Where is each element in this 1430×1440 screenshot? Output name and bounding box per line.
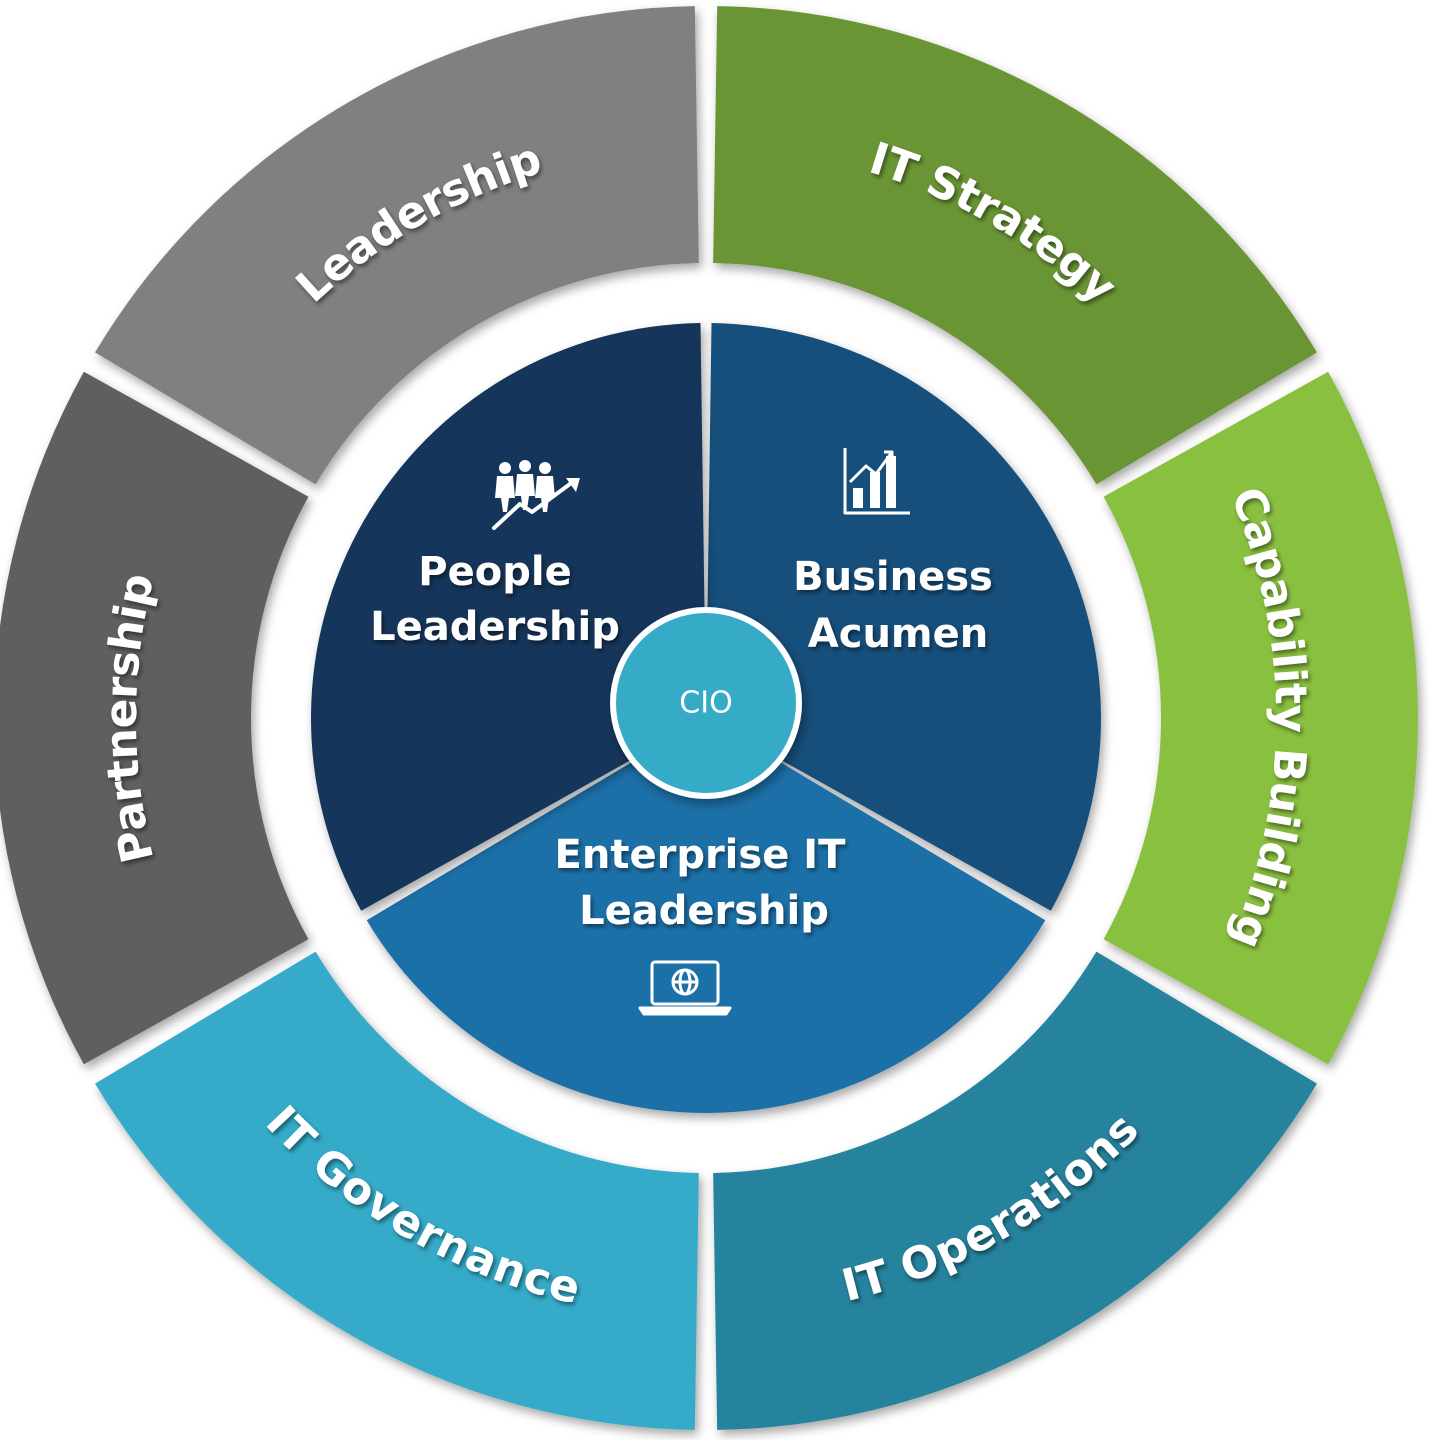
outer-segment-it-strategy xyxy=(713,6,1317,485)
laptop-globe-icon xyxy=(638,960,732,1016)
inner-label-enterprise-it-line1: Enterprise IT xyxy=(555,832,847,878)
center-label: CIO xyxy=(679,686,732,721)
inner-label-people-leadership-line2: Leadership xyxy=(370,604,620,650)
outer-segment-capability-building xyxy=(1103,371,1419,1065)
outer-segment-leadership xyxy=(95,6,699,485)
inner-ring: Business Acumen Enterprise IT Leadership… xyxy=(310,323,1102,1114)
inner-label-business-acumen-line1: Business xyxy=(793,554,993,600)
inner-label-enterprise-it-line2: Leadership xyxy=(579,888,829,934)
bar-chart-icon xyxy=(843,448,910,515)
outer-segment-partnership xyxy=(0,371,309,1065)
center-circle xyxy=(610,607,802,799)
inner-label-people-leadership-line1: People xyxy=(418,549,571,595)
inner-segment-business-acumen xyxy=(706,323,1102,911)
outer-segment-it-governance xyxy=(95,951,699,1430)
team-growth-icon xyxy=(492,460,580,530)
center-node: CIO xyxy=(610,607,802,799)
inner-segment-enterprise-it-leadership xyxy=(366,718,1046,1114)
outer-ring: IT Strategy Capability Building IT Opera… xyxy=(0,6,1419,1430)
inner-label-business-acumen-line2: Acumen xyxy=(808,611,988,657)
outer-segment-it-operations xyxy=(713,951,1317,1430)
inner-segment-people-leadership xyxy=(310,323,706,911)
